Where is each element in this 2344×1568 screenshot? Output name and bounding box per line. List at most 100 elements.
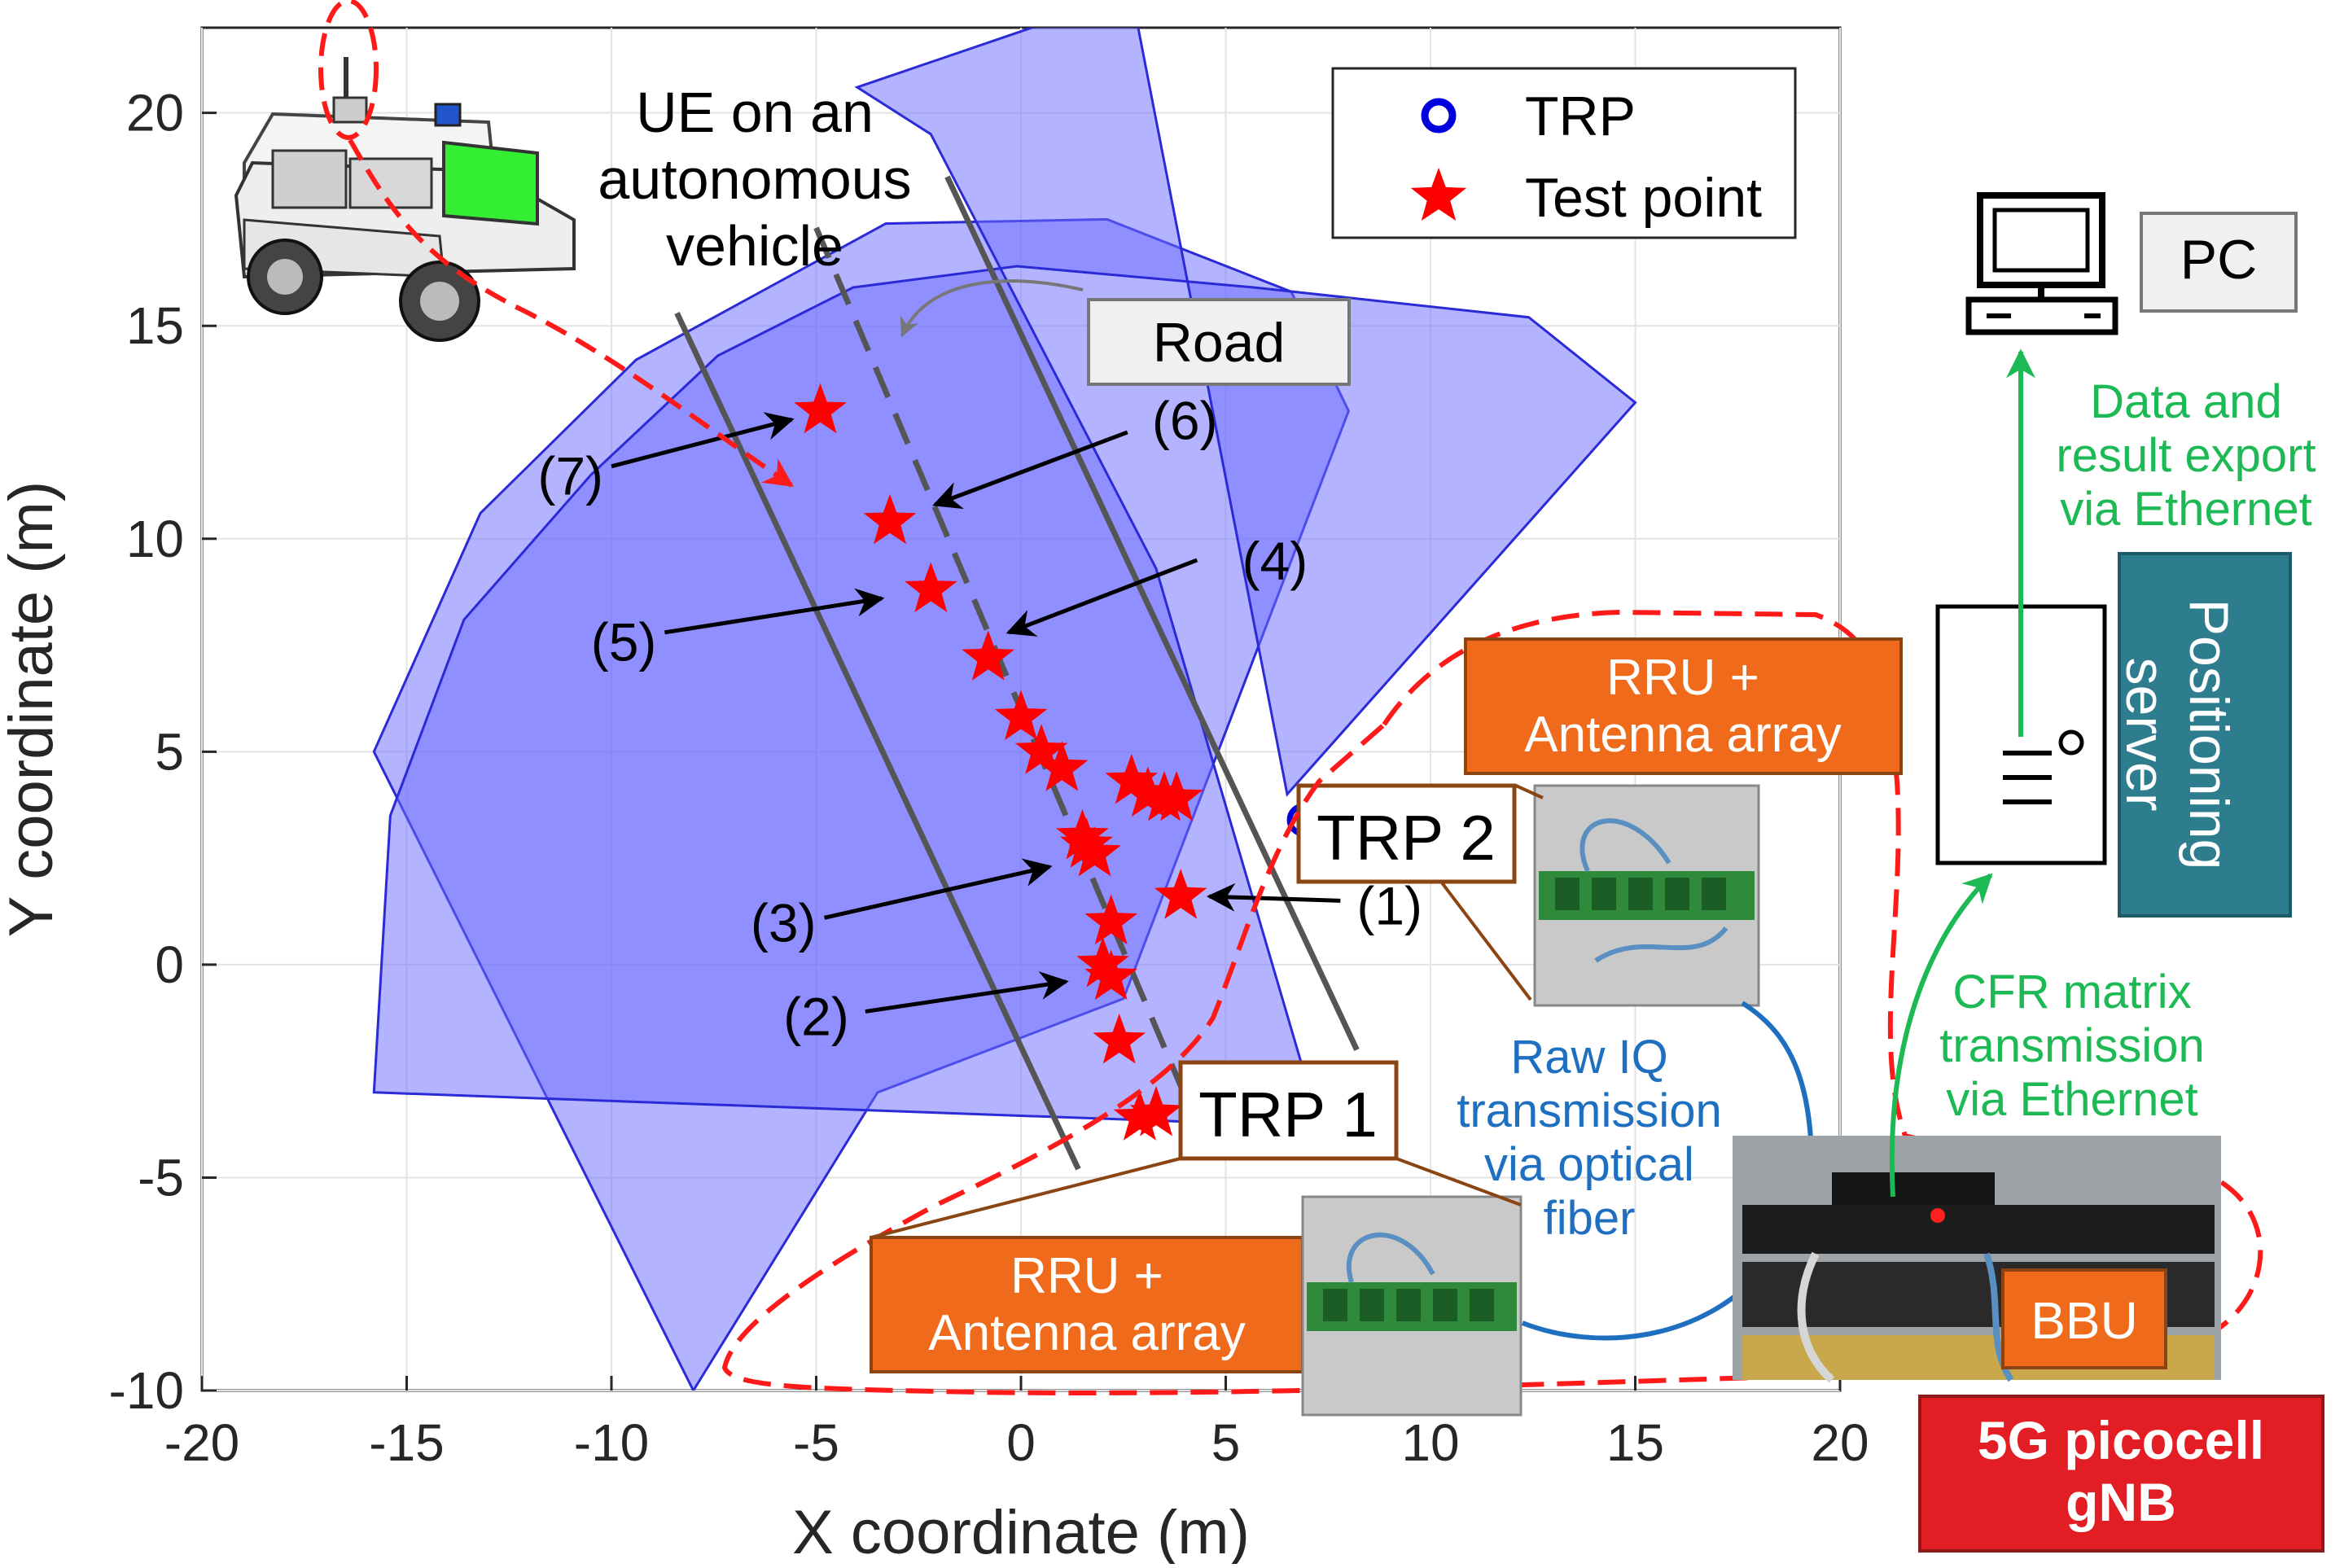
raw-iq-label: Raw IQ transmission via optical fiber (1457, 1031, 1722, 1245)
test-point-star (1105, 753, 1159, 804)
positioning-server-line1: Positioning (2178, 599, 2240, 870)
annotation-arrow (932, 430, 1128, 510)
trp2-callout-line-a (1515, 784, 1544, 799)
pc-icon (1965, 192, 2118, 335)
export-line3: via Ethernet (2060, 483, 2312, 536)
test-point-star (863, 493, 917, 545)
gnb-label-line2: gNB (2066, 1472, 2176, 1532)
rru-top-box (1464, 637, 1903, 775)
ue-label-line3: vehicle (666, 214, 843, 278)
test-point-star (1150, 770, 1203, 821)
bbu-photo (1733, 1136, 2221, 1383)
export-label: Data and result export via Ethernet (2056, 375, 2316, 536)
test-point-star (962, 630, 1015, 681)
test-point-star (1084, 949, 1137, 1001)
annotation-label: (1) (1356, 876, 1422, 936)
trp1-callout-line-a (870, 1157, 1181, 1239)
x-tick-label: 0 (1006, 1413, 1036, 1472)
road-right-edge (944, 175, 1360, 1051)
rru-bottom-line1: RRU + (1010, 1248, 1163, 1304)
trp2-label: TRP 2 (1317, 802, 1496, 874)
rru-top-line2: Antenna array (1524, 707, 1841, 763)
annotation-arrows: (1) (2) (3) (4) (5) (6) (7) (537, 390, 1422, 1046)
annotation-label: (6) (1152, 390, 1218, 450)
server-power-icon (2058, 729, 2084, 756)
y-tick-label: 10 (126, 510, 184, 568)
cfr-line2: transmission (1939, 1019, 2205, 1072)
x-tick-label: -10 (574, 1413, 650, 1472)
test-point-star (794, 383, 847, 434)
positioning-server-line2: server (2114, 658, 2176, 812)
raw-iq-line4: fiber (1544, 1192, 1636, 1245)
y-tick-label: -5 (138, 1148, 184, 1207)
road-direction-arrow (900, 279, 1084, 338)
rru-top-photo (1533, 784, 1760, 1007)
export-line2: result export (2056, 429, 2316, 482)
test-point-star (1129, 1086, 1183, 1137)
annotation-arrow (1206, 883, 1341, 912)
test-point-star (1014, 724, 1068, 774)
trp1-callout-line-b (1395, 1157, 1522, 1207)
rru-bottom-photo (1301, 1195, 1523, 1417)
road-left-edge (674, 312, 1081, 1171)
test-point-star (1093, 1014, 1146, 1064)
annotation-arrow (664, 588, 885, 635)
test-point-star (1036, 741, 1089, 791)
test-point-star (1068, 826, 1121, 877)
antenna-highlight-ellipse (318, 0, 379, 140)
rru-top-line1: RRU + (1606, 650, 1759, 706)
raw-iq-line3: via optical (1484, 1138, 1694, 1191)
x-tick-label: -5 (793, 1413, 839, 1472)
road-center-line (813, 226, 1192, 1106)
test-point-star (1154, 869, 1207, 919)
test-point-star (1060, 817, 1113, 868)
y-tick-label: 15 (126, 296, 184, 355)
road-lines (674, 175, 1360, 1171)
bbu-label: BBU (2031, 1291, 2138, 1350)
legend: TRP Test point (1331, 67, 1797, 239)
pc-label-box (2140, 212, 2298, 313)
ue-label-line1: UE on an (636, 81, 874, 144)
x-tick-label: 5 (1211, 1413, 1241, 1472)
x-tick-label: -15 (369, 1413, 445, 1472)
annotation-arrow (1006, 558, 1198, 637)
legend-trp-label: TRP (1525, 85, 1636, 147)
pc-label: PC (2180, 229, 2257, 291)
trp1-label-box (1178, 1060, 1399, 1161)
test-point-star (994, 690, 1048, 740)
annotation-label: (4) (1242, 531, 1308, 591)
cfr-label: CFR matrix transmission via Ethernet (1939, 966, 2205, 1126)
legend-trp-marker (1421, 98, 1457, 134)
rru-bottom-box (870, 1236, 1304, 1373)
export-line1: Data and (2090, 375, 2281, 428)
test-point-star (1084, 894, 1137, 945)
test-point-star (1076, 936, 1129, 988)
gnb-label-box (1918, 1395, 2324, 1553)
bbu-label-box (2001, 1268, 2167, 1369)
rru-bottom-line2: Antenna array (928, 1305, 1245, 1361)
trp1-label: TRP 1 (1198, 1079, 1378, 1150)
x-axis-label: X coordinate (m) (792, 1498, 1250, 1564)
annotation-arrow (865, 971, 1069, 1014)
annotation-label: (3) (751, 893, 817, 953)
legend-star-marker (1410, 168, 1467, 221)
test-points (794, 383, 1207, 1141)
test-point-star (1113, 1090, 1167, 1141)
annotation-label: (5) (591, 611, 657, 672)
cfr-arrow (1889, 873, 1993, 1198)
annotation-arrow (611, 412, 795, 469)
cfr-line3: via Ethernet (1946, 1073, 2198, 1126)
x-tick-label: 15 (1606, 1413, 1664, 1472)
ue-label-line2: autonomous (598, 147, 911, 211)
y-tick-label: 20 (126, 84, 184, 142)
y-tick-label: 5 (155, 722, 184, 781)
annotation-label: (7) (537, 445, 603, 506)
road-label-box (1087, 298, 1351, 386)
annotation-label: (2) (783, 987, 849, 1047)
raw-iq-line2: transmission (1457, 1084, 1722, 1137)
y-tick-label: 0 (155, 935, 184, 994)
legend-testpoint-label: Test point (1525, 167, 1762, 229)
x-tick-label: -20 (164, 1413, 240, 1472)
test-point-star (905, 562, 957, 612)
